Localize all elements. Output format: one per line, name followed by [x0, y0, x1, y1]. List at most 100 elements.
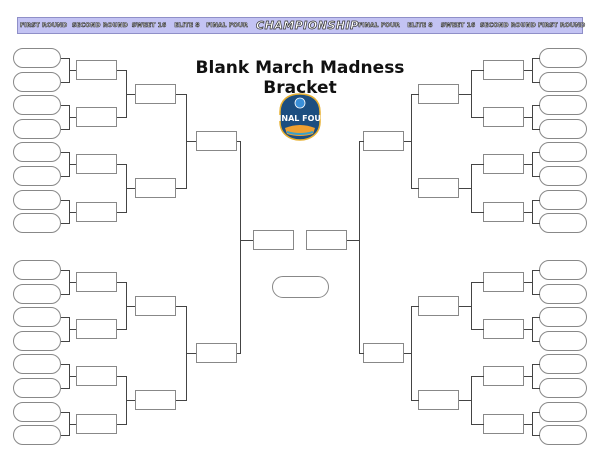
label-sweet16-left: SWEET 16 [131, 22, 167, 30]
team-slot-r2-left[interactable] [76, 414, 117, 434]
connector-line [61, 223, 70, 224]
connector-line [411, 94, 419, 95]
connector-line [61, 58, 70, 59]
team-slot-r1-left[interactable] [13, 166, 61, 186]
connector-line [524, 282, 533, 283]
team-slot-r2-right[interactable] [483, 272, 524, 292]
team-slot-r2-left[interactable] [76, 202, 117, 222]
connector-line [61, 341, 70, 342]
team-slot-r1-right[interactable] [539, 260, 587, 280]
team-slot-r3-left[interactable] [135, 296, 176, 316]
connector-line [186, 353, 197, 354]
team-slot-r2-left[interactable] [76, 366, 117, 386]
team-slot-r1-right[interactable] [539, 142, 587, 162]
team-slot-r2-right[interactable] [483, 202, 524, 222]
team-slot-r1-right[interactable] [539, 284, 587, 304]
team-slot-r1-left[interactable] [13, 307, 61, 327]
page-title: Blank March Madness Bracket [195, 58, 405, 98]
team-slot-r1-left[interactable] [13, 95, 61, 115]
connector-line [69, 117, 77, 118]
team-slot-r1-right[interactable] [539, 213, 587, 233]
team-slot-r1-left[interactable] [13, 260, 61, 280]
connector-line [524, 164, 533, 165]
team-slot-r2-left[interactable] [76, 272, 117, 292]
connector-line [117, 70, 127, 71]
team-slot-r2-left[interactable] [76, 154, 117, 174]
connector-line [404, 141, 412, 142]
team-slot-r1-left[interactable] [13, 119, 61, 139]
team-slot-r1-left[interactable] [13, 72, 61, 92]
team-slot-r4-right[interactable] [363, 131, 404, 151]
team-slot-r1-left[interactable] [13, 425, 61, 445]
team-slot-r1-left[interactable] [13, 48, 61, 68]
team-slot-r4-left[interactable] [196, 343, 237, 363]
team-slot-r1-right[interactable] [539, 307, 587, 327]
connector-line [61, 129, 70, 130]
team-slot-r2-right[interactable] [483, 319, 524, 339]
team-slot-r3-left[interactable] [135, 84, 176, 104]
connector-line [61, 270, 70, 271]
connector-line [176, 306, 187, 307]
connector-line [459, 306, 472, 307]
connector-line [459, 94, 472, 95]
team-slot-r3-right[interactable] [418, 296, 459, 316]
connector-line [69, 282, 77, 283]
team-slot-r1-left[interactable] [13, 354, 61, 374]
connector-line [532, 341, 540, 342]
team-slot-r4-left[interactable] [196, 131, 237, 151]
team-slot-r1-right[interactable] [539, 72, 587, 92]
team-slot-r1-left[interactable] [13, 378, 61, 398]
label-elite8-left: ELITE 8 [174, 22, 200, 30]
team-slot-r1-left[interactable] [13, 190, 61, 210]
team-slot-r2-right[interactable] [483, 414, 524, 434]
connector-line [471, 376, 484, 377]
team-slot-r1-right[interactable] [539, 331, 587, 351]
team-slot-r2-right[interactable] [483, 366, 524, 386]
team-slot-r1-right[interactable] [539, 166, 587, 186]
connector-line [532, 129, 540, 130]
team-slot-r2-right[interactable] [483, 60, 524, 80]
connector-line [61, 200, 70, 201]
team-slot-r1-right[interactable] [539, 378, 587, 398]
team-slot-r2-left[interactable] [76, 107, 117, 127]
team-slot-r1-left[interactable] [13, 142, 61, 162]
team-slot-r1-right[interactable] [539, 354, 587, 374]
connector-line [176, 400, 187, 401]
team-slot-r1-right[interactable] [539, 425, 587, 445]
team-slot-r3-left[interactable] [135, 390, 176, 410]
team-slot-r3-right[interactable] [418, 390, 459, 410]
connector-line [61, 294, 70, 295]
team-slot-r1-right[interactable] [539, 48, 587, 68]
connector-line [459, 400, 472, 401]
team-slot-r1-left[interactable] [13, 402, 61, 422]
connector-line [524, 117, 533, 118]
final-four-slot-left[interactable] [253, 230, 294, 250]
team-slot-r1-right[interactable] [539, 402, 587, 422]
team-slot-r3-right[interactable] [418, 178, 459, 198]
connector-line [471, 117, 484, 118]
team-slot-r4-right[interactable] [363, 343, 404, 363]
champion-slot[interactable] [272, 276, 329, 298]
connector-line [359, 353, 364, 354]
round-header-band: FIRST ROUND SECOND ROUND SWEET 16 ELITE … [17, 17, 585, 34]
team-slot-r1-right[interactable] [539, 190, 587, 210]
team-slot-r1-right[interactable] [539, 95, 587, 115]
connector-line [532, 364, 540, 365]
team-slot-r2-left[interactable] [76, 319, 117, 339]
team-slot-r1-left[interactable] [13, 284, 61, 304]
team-slot-r1-left[interactable] [13, 331, 61, 351]
team-slot-r3-right[interactable] [418, 84, 459, 104]
team-slot-r3-left[interactable] [135, 178, 176, 198]
team-slot-r2-left[interactable] [76, 60, 117, 80]
team-slot-r2-right[interactable] [483, 107, 524, 127]
final-four-slot-right[interactable] [306, 230, 347, 250]
connector-line [69, 212, 77, 213]
team-slot-r2-right[interactable] [483, 154, 524, 174]
connector-line [532, 270, 540, 271]
connector-line [117, 117, 127, 118]
team-slot-r1-left[interactable] [13, 213, 61, 233]
connector-line [237, 353, 241, 354]
connector-line [237, 141, 241, 142]
connector-line [524, 212, 533, 213]
team-slot-r1-right[interactable] [539, 119, 587, 139]
